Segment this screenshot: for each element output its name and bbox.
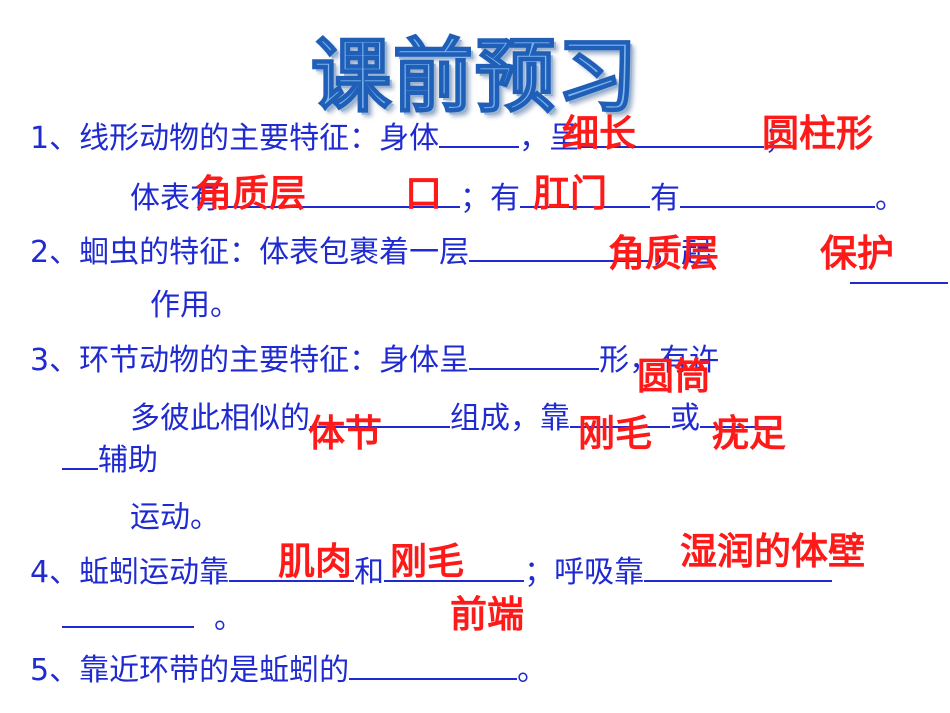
question-text: 。: [517, 653, 548, 688]
answer-blank: [384, 552, 525, 582]
question-1-line-2: 体表有 ；有 有 。: [130, 178, 905, 219]
question-1-line-1: 1、线形动物的主要特征：身体 ，呈 ；: [30, 118, 794, 159]
question-text: 。: [875, 181, 905, 216]
answer-text: 角质层: [608, 232, 719, 275]
question-text: 形，有许: [599, 343, 720, 378]
question-text: ；呼吸靠: [524, 555, 645, 590]
answer-text: 刚毛: [578, 412, 652, 455]
question-3-line-4: 运动。: [130, 498, 220, 538]
answer-text: 圆筒: [637, 355, 711, 398]
question-2-line-2: 作用。: [150, 286, 240, 326]
answer-text: 口: [405, 172, 442, 215]
question-2-line-1: 2、蛔虫的特征：体表包裹着一层 ，起: [30, 232, 711, 273]
question-4-line-2: 。: [62, 598, 244, 639]
answer-text: 圆柱形: [762, 112, 873, 155]
question-text: 作用。: [150, 288, 240, 323]
answer-text: 细长: [562, 112, 636, 155]
answer-text: 保护: [820, 232, 894, 275]
answer-text: 体节: [308, 412, 382, 455]
question-text: 体表有: [130, 181, 220, 216]
answer-blank: [469, 340, 600, 370]
answer-text: 角质层: [195, 172, 306, 215]
question-text: 和: [354, 555, 385, 590]
answer-blank: [644, 552, 833, 582]
question-number: 5、: [30, 653, 80, 688]
answer-blank: [700, 398, 772, 428]
question-text: 靠近环带的是蚯蚓的: [79, 653, 350, 688]
answer-text: 肛门: [533, 172, 607, 215]
answer-text: 前端: [450, 593, 524, 636]
question-number: 2、: [30, 235, 80, 270]
answer-blank: [220, 178, 460, 208]
question-text: 蚯蚓运动靠: [79, 555, 230, 590]
question-text: 。: [214, 601, 244, 636]
question-3-line-3: 辅助: [62, 440, 158, 481]
answer-text: 湿润的体壁: [680, 530, 865, 573]
answer-blank: [680, 178, 875, 208]
question-3-line-2: 多彼此相似的 组成，靠 或: [130, 398, 772, 439]
question-number: 4、: [30, 555, 80, 590]
answer-blank: [469, 232, 652, 262]
question-text: 组成，靠: [450, 401, 570, 436]
answer-blank: [62, 598, 194, 628]
question-text: 环节动物的主要特征：身体呈: [79, 343, 470, 378]
answer-blank: [229, 552, 355, 582]
question-text: 蛔虫的特征：体表包裹着一层: [79, 235, 470, 270]
answer-blank: [570, 398, 670, 428]
answer-text: 肌肉: [278, 540, 352, 583]
question-text: 有: [650, 181, 680, 216]
question-text: ，起: [651, 235, 712, 270]
question-3-line-1: 3、环节动物的主要特征：身体呈 形，有许: [30, 340, 719, 381]
question-text: 多彼此相似的: [130, 401, 310, 436]
answer-blank: [850, 282, 948, 284]
answer-blank: [62, 440, 98, 470]
question-number: 3、: [30, 343, 80, 378]
question-text: 运动。: [130, 500, 220, 535]
page-title: 课前预习: [310, 29, 639, 124]
question-text: 线形动物的主要特征：身体: [79, 121, 440, 156]
answer-blank: [439, 118, 520, 148]
question-4-line-1: 4、蚯蚓运动靠 和 ；呼吸靠: [30, 552, 833, 593]
answer-blank: [349, 650, 518, 680]
answer-text: 刚毛: [390, 540, 464, 583]
question-text: 或: [670, 401, 700, 436]
question-number: 1、: [30, 121, 80, 156]
answer-blank: [520, 178, 650, 208]
question-text: 辅助: [98, 443, 158, 478]
question-text: ，呈: [519, 121, 580, 156]
answer-text: 疣足: [712, 412, 786, 455]
question-5-line-1: 5、靠近环带的是蚯蚓的 。: [30, 650, 547, 691]
question-text: ；: [764, 121, 795, 156]
answer-blank: [579, 118, 765, 148]
answer-blank: [310, 398, 450, 428]
question-text: ；有: [460, 181, 520, 216]
